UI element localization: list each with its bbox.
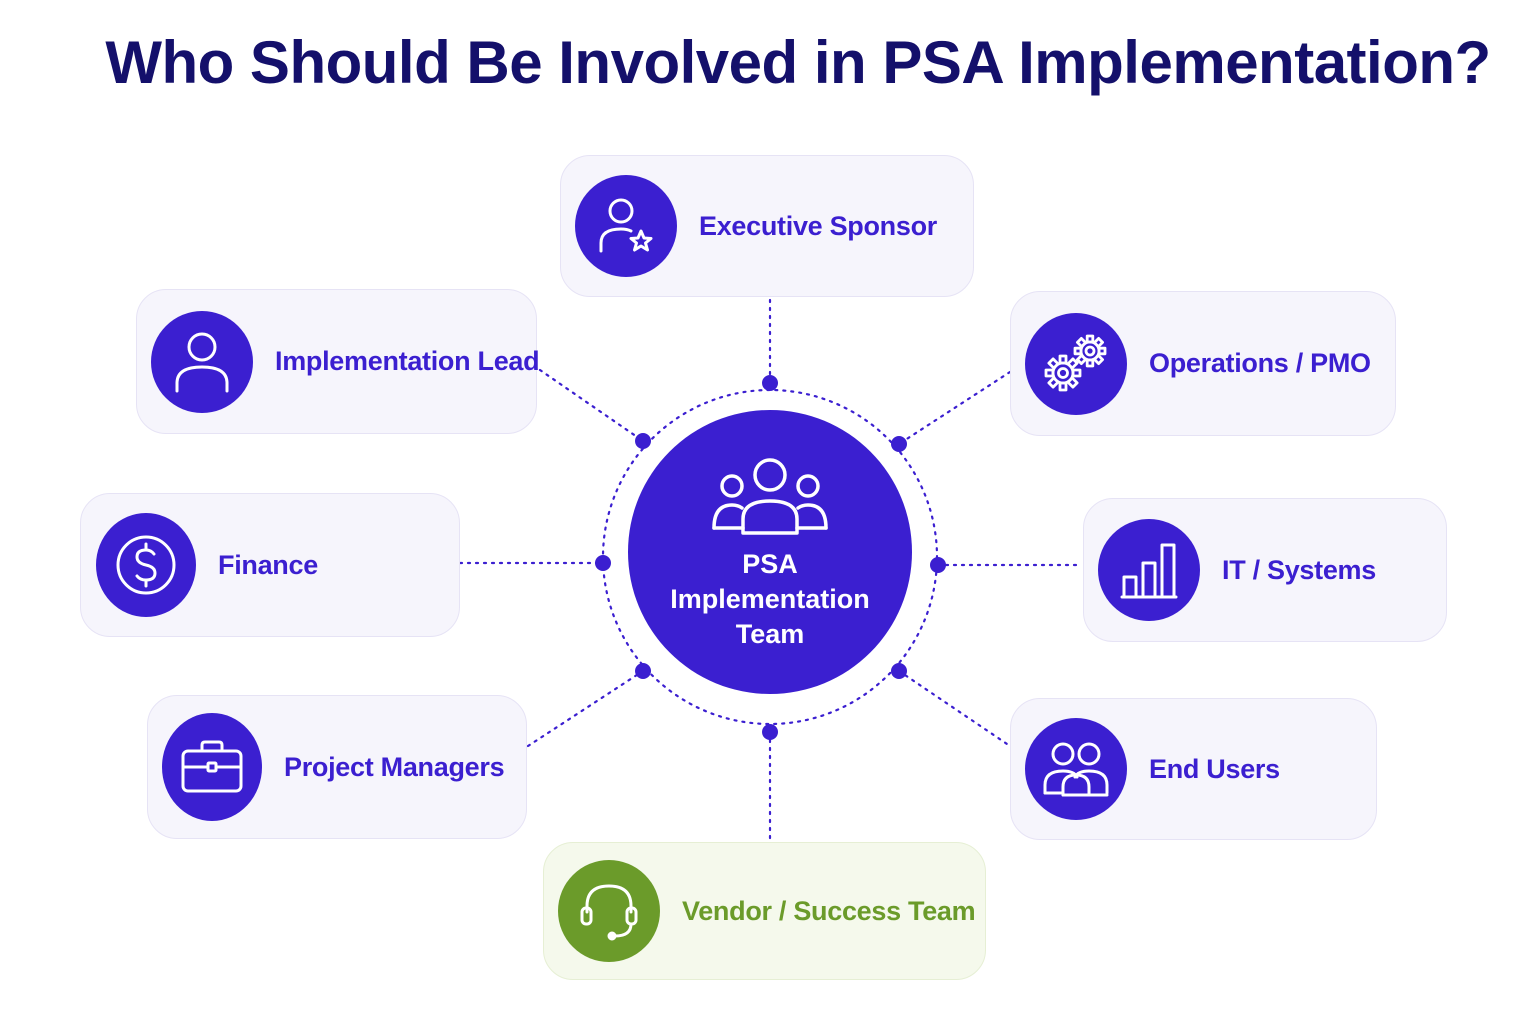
hub-circle: PSA Implementation Team: [628, 410, 912, 694]
node-dot-bottom: [762, 724, 778, 740]
team-icon: [712, 457, 828, 535]
users-icon: [1043, 742, 1109, 797]
connector-end-users: [897, 669, 1012, 748]
user-icon: [175, 332, 229, 392]
role-card-project-managers: Project Managers: [147, 695, 527, 839]
role-icon-circle: [151, 310, 253, 413]
role-label-vendor-success-team: Vendor / Success Team: [682, 895, 976, 926]
role-card-vendor-success-team: Vendor / Success Team: [543, 842, 986, 980]
user-star-icon: [599, 198, 653, 253]
role-card-it-systems: IT / Systems: [1083, 498, 1447, 642]
role-icon-circle: [96, 513, 196, 617]
page-title: Who Should Be Involved in PSA Implementa…: [105, 29, 1491, 96]
role-icon-circle: [162, 713, 262, 821]
bar-chart-icon: [1120, 543, 1178, 599]
node-dot-upper-left: [635, 433, 651, 449]
role-label-it-systems: IT / Systems: [1222, 554, 1376, 585]
role-card-operations-pmo: Operations / PMO: [1010, 291, 1396, 436]
role-card-finance: Finance: [80, 493, 460, 637]
role-icon-circle: [1025, 312, 1127, 415]
role-label-operations-pmo: Operations / PMO: [1149, 348, 1371, 378]
node-dot-lower-left: [635, 663, 651, 679]
role-label-project-managers: Project Managers: [284, 751, 505, 782]
role-card-end-users: End Users: [1010, 698, 1377, 840]
role-card-executive-sponsor: Executive Sponsor: [560, 155, 974, 297]
node-dot-right: [930, 557, 946, 573]
gears-icon: [1044, 334, 1107, 391]
connector-project-managers: [526, 669, 645, 748]
node-dot-left: [595, 555, 611, 571]
connector-operations-pmo: [897, 370, 1012, 446]
role-label-finance: Finance: [218, 549, 318, 580]
role-icon-circle: [575, 175, 677, 277]
role-card-implementation-lead: Implementation Lead: [136, 289, 540, 434]
role-label-end-users: End Users: [1149, 753, 1280, 784]
role-icon-circle: [1098, 519, 1200, 621]
role-icon-circle: [558, 860, 660, 962]
headset-icon: [580, 884, 638, 941]
role-label-executive-sponsor: Executive Sponsor: [699, 210, 937, 241]
role-icon-circle: [1025, 718, 1127, 820]
briefcase-icon: [181, 740, 243, 793]
connector-implementation-lead: [538, 368, 645, 443]
dollar-icon: [116, 535, 176, 595]
role-label-implementation-lead: Implementation Lead: [275, 346, 540, 376]
node-dot-upper-right: [891, 436, 907, 452]
hub-label: PSA Implementation Team: [670, 548, 870, 649]
node-dot-top: [762, 375, 778, 391]
node-dot-lower-right: [891, 663, 907, 679]
